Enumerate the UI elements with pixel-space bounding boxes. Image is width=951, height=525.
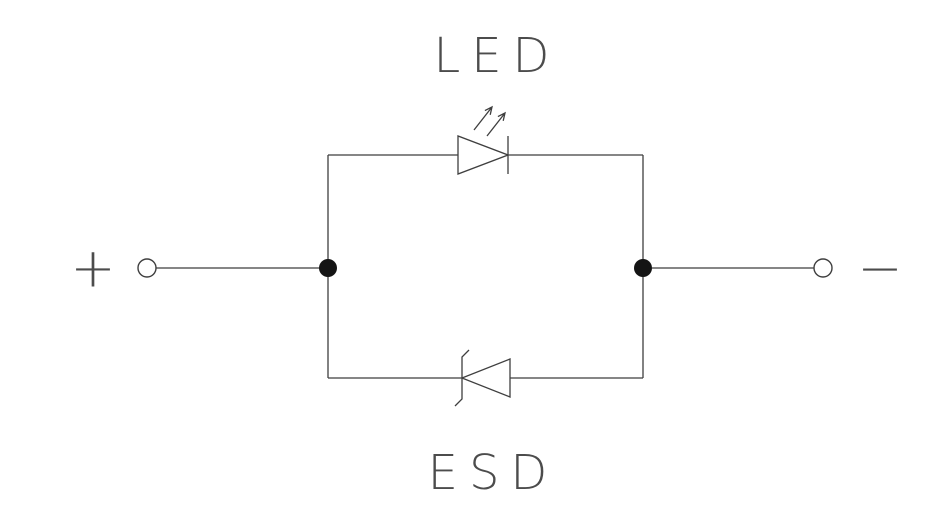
negative-terminal-circle: [813, 258, 833, 278]
plus-terminal-label: +: [70, 237, 115, 300]
led-diode-triangle: [457, 135, 510, 175]
right-junction-dot: [634, 259, 652, 277]
led-label: LED: [433, 28, 560, 84]
esd-zener-bar: [454, 349, 470, 407]
left-junction-dot: [319, 259, 337, 277]
led-emission-arrow-2: [486, 111, 506, 137]
esd-diode-triangle: [460, 358, 511, 398]
minus-terminal-label: −: [857, 237, 902, 300]
led-emission-arrow-1: [473, 105, 493, 131]
positive-terminal-circle: [137, 258, 157, 278]
esd-label: ESD: [428, 445, 559, 501]
